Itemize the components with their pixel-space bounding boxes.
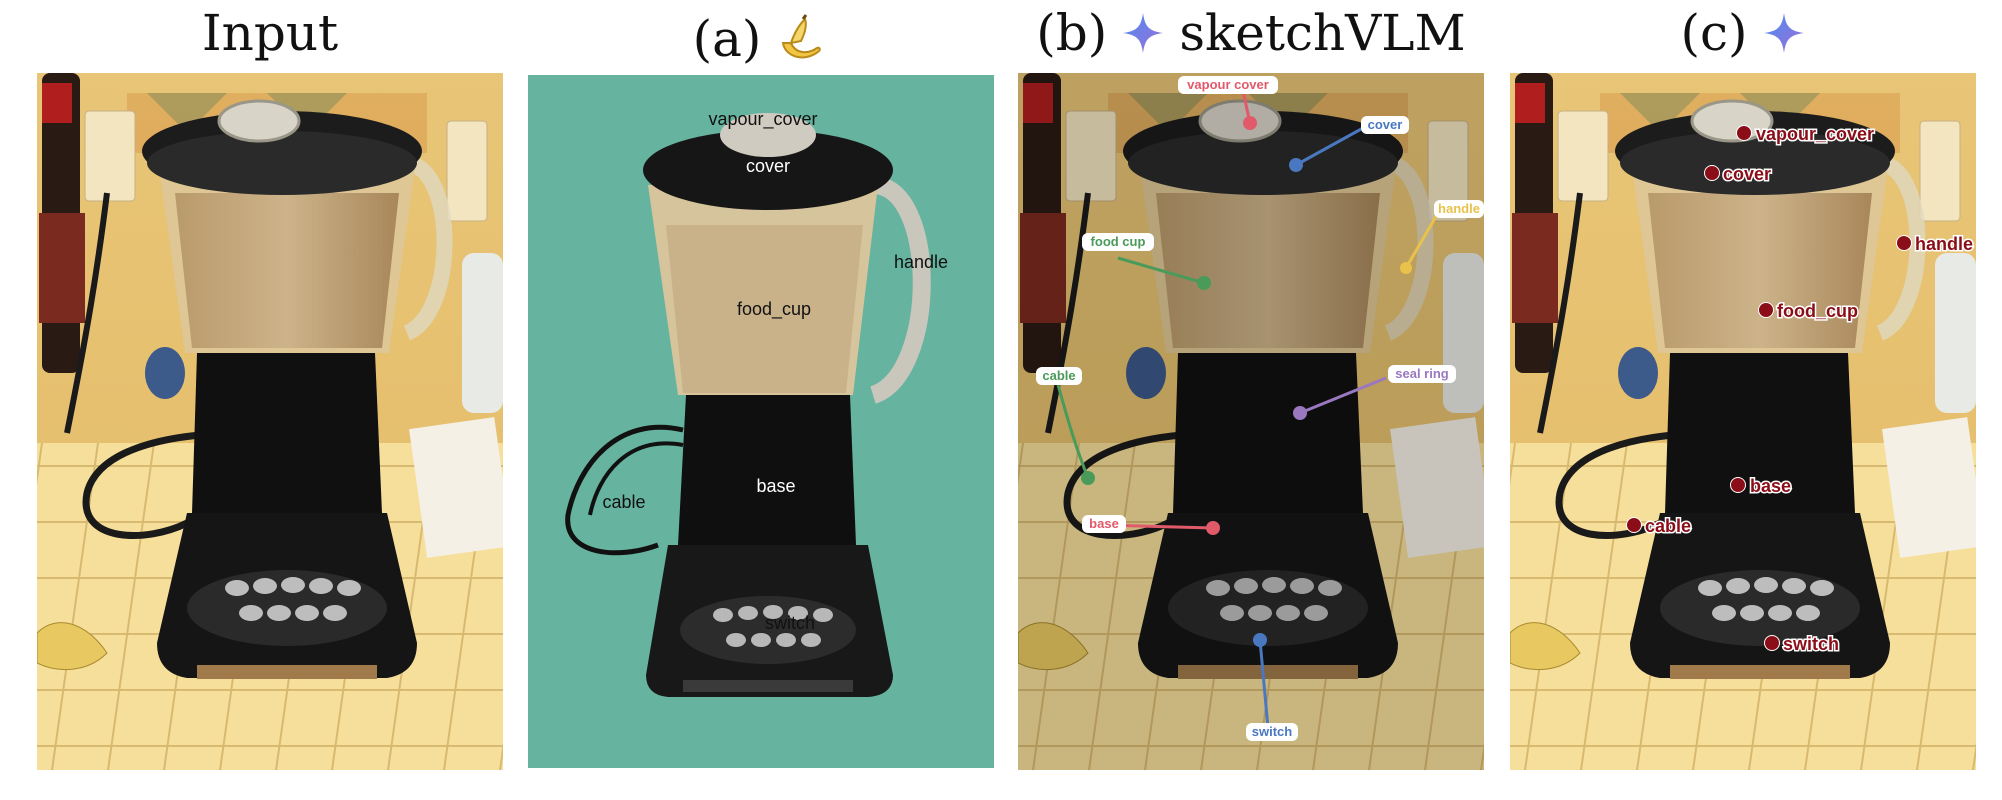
- c-label-vapour-cover: vapour_cover: [1756, 124, 1874, 144]
- b-label-handle: handle: [1438, 201, 1480, 216]
- title-b-suffix: sketchVLM: [1179, 4, 1466, 62]
- panel-c: vapour_cover cover handle food_cup base …: [1510, 73, 1976, 770]
- c-label-food-cup: food_cup: [1777, 301, 1858, 321]
- a-label-food-cup: food_cup: [737, 299, 811, 320]
- a-label-base: base: [756, 476, 795, 496]
- b-label-food-cup: food cup: [1091, 234, 1146, 249]
- title-a-text: (a): [692, 10, 762, 68]
- title-a: (a): [527, 10, 993, 68]
- b-label-cover: cover: [1368, 117, 1403, 132]
- b-label-seal-ring: seal ring: [1395, 366, 1449, 381]
- sparkle-icon: [1763, 13, 1804, 53]
- b-label-cable: cable: [1042, 368, 1075, 383]
- a-label-vapour-cover: vapour_cover: [708, 109, 817, 130]
- title-c-text: (c): [1680, 4, 1748, 62]
- c-label-handle: handle: [1915, 234, 1973, 254]
- panel-b-image: vapour cover cover handle food cup cable…: [1018, 73, 1484, 770]
- c-label-cable: cable: [1645, 516, 1691, 536]
- panel-c-image: vapour_cover cover handle food_cup base …: [1510, 73, 1976, 770]
- title-input: Input: [37, 4, 503, 62]
- panel-a: vapour_cover cover handle food_cup base …: [528, 75, 994, 768]
- panel-a-image: vapour_cover cover handle food_cup base …: [528, 75, 994, 768]
- b-label-base: base: [1089, 516, 1119, 531]
- a-label-cover: cover: [746, 156, 790, 176]
- a-label-cable: cable: [602, 492, 645, 512]
- input-photo: [37, 73, 503, 770]
- title-b: (b) sketchVLM: [1018, 4, 1484, 62]
- b-label-switch: switch: [1252, 724, 1293, 739]
- a-label-switch: switch: [765, 613, 815, 633]
- sparkle-icon: [1123, 13, 1164, 53]
- panel-b: vapour cover cover handle food cup cable…: [1018, 73, 1484, 770]
- title-b-text: (b): [1036, 4, 1108, 62]
- a-label-handle: handle: [894, 252, 948, 272]
- banana-icon: [782, 14, 822, 59]
- c-label-switch: switch: [1783, 634, 1839, 654]
- panel-input: [37, 73, 503, 770]
- title-c: (c): [1510, 4, 1976, 62]
- b-label-vapour-cover: vapour cover: [1187, 77, 1269, 92]
- title-input-text: Input: [201, 4, 339, 62]
- c-label-cover: cover: [1723, 164, 1771, 184]
- c-label-base: base: [1750, 476, 1791, 496]
